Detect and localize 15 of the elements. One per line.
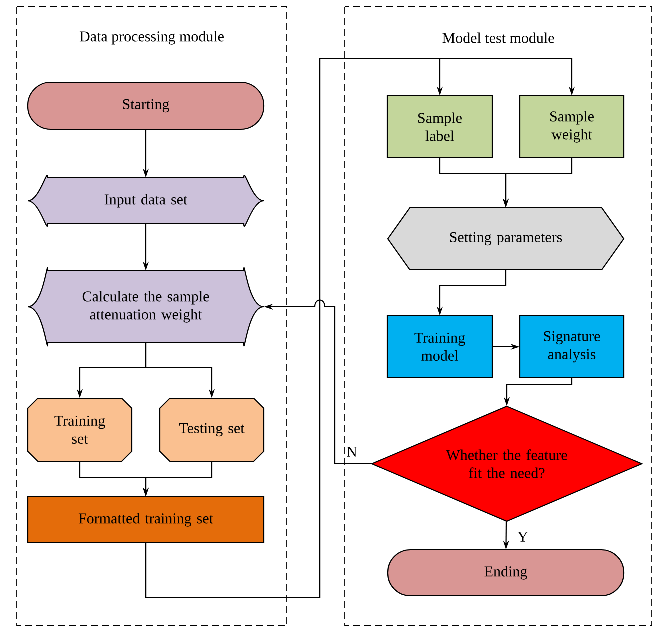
arrow <box>145 58 576 599</box>
edge-label: Y <box>516 531 530 543</box>
terminal-box: Starting <box>27 82 265 130</box>
process-box: Signature analysis <box>519 315 625 379</box>
terminal-box: Ending <box>387 549 625 597</box>
process-box: Training model <box>386 315 494 379</box>
data-box: Input data set <box>27 175 265 227</box>
set-box: Training set <box>27 398 133 462</box>
process-box: Sample weight <box>519 95 625 159</box>
set-box: Testing set <box>159 398 265 462</box>
process-box: Sample label <box>386 95 494 159</box>
edge-label: N <box>346 446 358 458</box>
data-box: Calculate the sample attenuation weight <box>27 268 265 346</box>
preparation-box: Setting parameters <box>387 207 625 271</box>
process-box: Formatted training set <box>27 496 265 544</box>
